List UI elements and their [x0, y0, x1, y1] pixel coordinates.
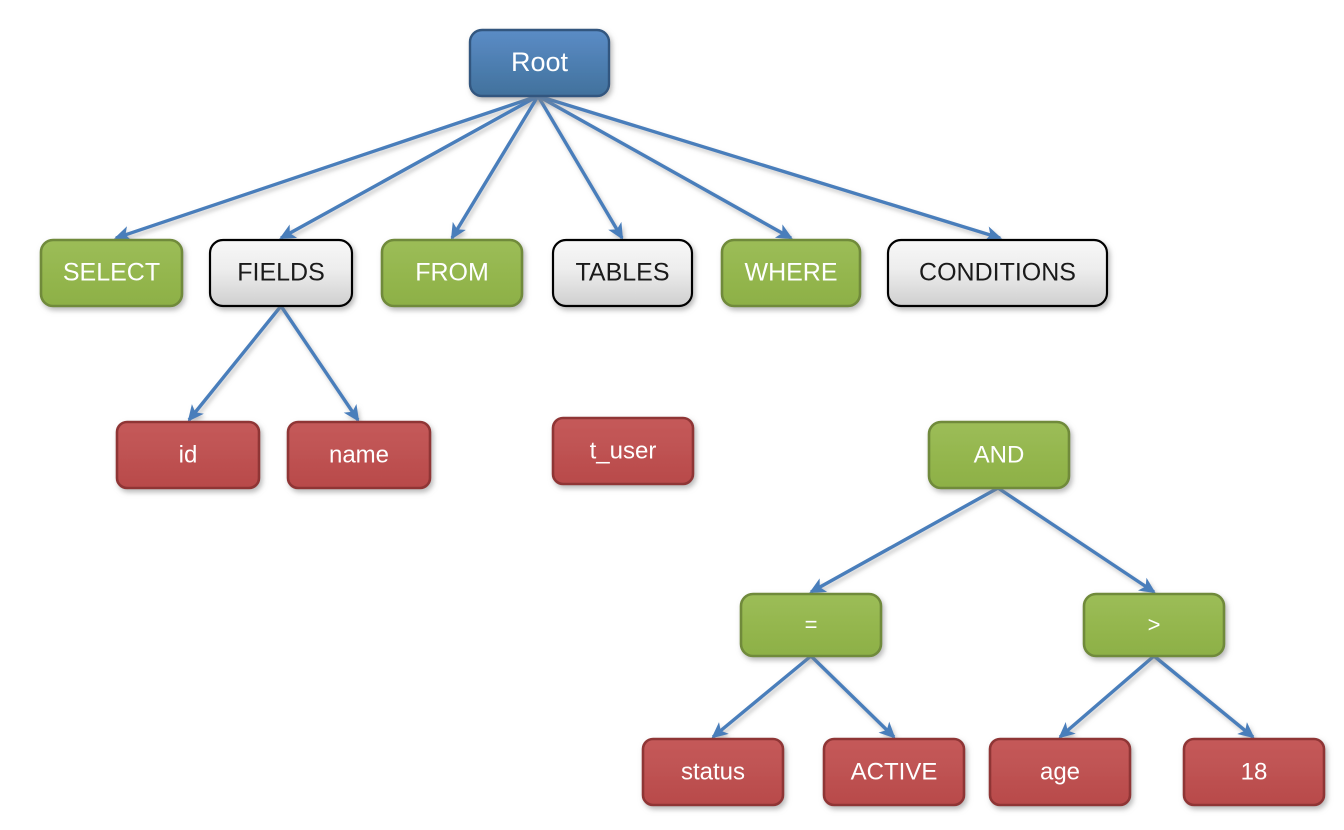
- node-box-name[interactable]: [286, 420, 432, 490]
- node-box-conditions[interactable]: [886, 238, 1109, 308]
- edge-root-to-conditions: [537, 94, 1002, 242]
- node-tables[interactable]: TABLES: [551, 238, 694, 308]
- node-select[interactable]: SELECT: [39, 238, 184, 308]
- node-name[interactable]: name: [286, 420, 432, 490]
- node-box-root[interactable]: [468, 28, 611, 98]
- edge-eq-to-status: [711, 654, 813, 739]
- node-tuser[interactable]: t_user: [551, 416, 695, 486]
- node-box-and[interactable]: [927, 420, 1071, 490]
- node-box-active[interactable]: [822, 737, 966, 807]
- node-box-fields[interactable]: [208, 238, 354, 308]
- node-box-tables[interactable]: [551, 238, 694, 308]
- edge-gt-to-eighteen: [1152, 654, 1255, 739]
- node-root[interactable]: Root: [468, 28, 611, 98]
- node-id[interactable]: id: [115, 420, 261, 490]
- edge-and-to-gt: [997, 486, 1156, 594]
- node-status[interactable]: status: [641, 737, 785, 807]
- edge-fields-to-name: [279, 305, 360, 422]
- edge-root-to-from: [450, 95, 540, 240]
- node-from[interactable]: FROM: [380, 238, 524, 308]
- node-eq[interactable]: =: [739, 592, 883, 658]
- edge-root-to-select: [114, 94, 539, 241]
- edge-layer: [114, 94, 1255, 739]
- node-eighteen[interactable]: 18: [1182, 737, 1326, 807]
- node-box-tuser[interactable]: [551, 416, 695, 486]
- node-conditions[interactable]: CONDITIONS: [886, 238, 1109, 308]
- node-box-age[interactable]: [988, 737, 1132, 807]
- node-age[interactable]: age: [988, 737, 1132, 807]
- edge-fields-to-id: [187, 304, 283, 422]
- edge-root-to-where: [537, 94, 793, 240]
- edge-root-to-tables: [536, 95, 624, 240]
- node-gt[interactable]: >: [1082, 592, 1226, 658]
- node-fields[interactable]: FIELDS: [208, 238, 354, 308]
- edge-and-to-eq: [809, 486, 999, 594]
- node-box-status[interactable]: [641, 737, 785, 807]
- edge-root-to-fields: [279, 94, 539, 240]
- node-active[interactable]: ACTIVE: [822, 737, 966, 807]
- node-box-from[interactable]: [380, 238, 524, 308]
- node-where[interactable]: WHERE: [720, 238, 862, 308]
- node-box-gt[interactable]: [1082, 592, 1226, 658]
- edge-eq-to-active: [809, 654, 896, 739]
- node-box-id[interactable]: [115, 420, 261, 490]
- node-and[interactable]: AND: [927, 420, 1071, 490]
- node-box-select[interactable]: [39, 238, 184, 308]
- edge-gt-to-age: [1058, 654, 1156, 739]
- node-box-where[interactable]: [720, 238, 862, 308]
- node-box-eq[interactable]: [739, 592, 883, 658]
- node-box-eighteen[interactable]: [1182, 737, 1326, 807]
